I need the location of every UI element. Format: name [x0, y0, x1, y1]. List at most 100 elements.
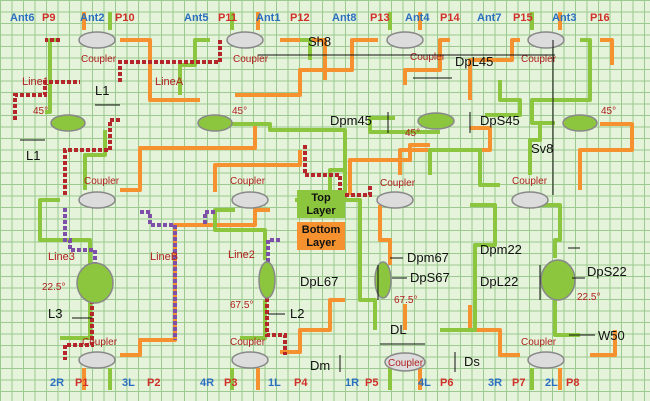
coupler-label: Coupler	[230, 337, 266, 348]
dim-sv8: Sv8	[531, 141, 553, 156]
coupler	[527, 31, 565, 49]
crossovers	[50, 112, 598, 304]
top-layer-traces	[38, 12, 592, 390]
bottom-labels: 2R P1 3L P2 4R P3 1L P4 1R P5 4L P6 3R P…	[50, 377, 579, 389]
coupler-label: Coupler	[233, 54, 269, 65]
dim-l3: L3	[48, 306, 62, 321]
dim-l1: L1	[26, 148, 40, 163]
trace	[378, 205, 392, 265]
couplers	[78, 31, 565, 372]
antenna-label: Ant4	[405, 12, 430, 24]
beam-label: 3R	[488, 377, 502, 389]
trace	[440, 203, 497, 332]
line3-path-b	[63, 300, 94, 360]
line1-path-b	[63, 118, 120, 195]
coupler-label: Coupler	[81, 54, 117, 65]
angle-label: 67.5°	[394, 295, 417, 306]
dim-dl: DL	[390, 322, 407, 337]
port-label: P15	[513, 12, 533, 24]
linea-path-b	[303, 145, 372, 197]
coupler	[78, 31, 116, 49]
beam-label: 1L	[268, 377, 281, 389]
coupler	[511, 191, 549, 209]
coupler-label: Coupler	[82, 337, 118, 348]
trace	[280, 298, 345, 354]
line2-path	[266, 238, 280, 262]
trace	[230, 122, 362, 215]
trace	[235, 38, 378, 97]
coupler-label: Coupler	[512, 176, 548, 187]
trace	[83, 130, 107, 190]
dim-dps67: DpS67	[410, 270, 450, 285]
signal-paths	[13, 38, 372, 360]
angle-label: 45°	[405, 128, 420, 139]
coupler	[231, 191, 269, 209]
beam-label: 1R	[345, 377, 359, 389]
port-label: P2	[147, 377, 160, 389]
angle-label: 45°	[601, 106, 616, 117]
trace	[45, 38, 60, 114]
dim-sh8: Sh8	[308, 34, 331, 49]
coupler-labels: Coupler Coupler Coupler Coupler Coupler …	[81, 52, 557, 369]
trace	[468, 305, 520, 357]
dim-dpm67: Dpm67	[407, 250, 449, 265]
trace	[485, 80, 522, 117]
port-label: P7	[512, 377, 525, 389]
trace	[213, 150, 302, 192]
angle-label: 22.5°	[577, 292, 600, 303]
coupler-label: Coupler	[521, 337, 557, 348]
trace	[578, 122, 634, 190]
coupler-label: Coupler	[388, 358, 424, 369]
line1-path	[13, 80, 80, 120]
legend-bottom-2: Layer	[306, 237, 336, 249]
port-label: P12	[290, 12, 310, 24]
crossover-22	[76, 262, 114, 304]
coupler-label: Coupler	[230, 176, 266, 187]
dim-dpm22: Dpm22	[480, 242, 522, 257]
beam-label: 4L	[418, 377, 431, 389]
port-label: P3	[224, 377, 237, 389]
coupler-label: Coupler	[521, 54, 557, 65]
angle-label: 45°	[232, 106, 247, 117]
line3-label: Line3	[48, 251, 75, 263]
port-label: P5	[365, 377, 378, 389]
antenna-label: Ant8	[332, 12, 356, 24]
port-label: P13	[370, 12, 390, 24]
dim-dpl45: DpL45	[455, 54, 493, 69]
lineb-stub	[203, 210, 215, 225]
crossover-45	[417, 112, 455, 130]
linea-label: LineA	[155, 76, 184, 88]
dim-ds: Ds	[464, 354, 480, 369]
coupler	[231, 351, 269, 369]
trace	[540, 203, 562, 258]
trace	[213, 208, 267, 260]
dim-dm: Dm	[310, 358, 330, 373]
antenna-label: Ant7	[477, 12, 501, 24]
beam-label: 4R	[200, 377, 214, 389]
port-label: P11	[218, 12, 237, 24]
trace	[120, 38, 200, 102]
coupler	[384, 352, 426, 372]
port-label: P1	[75, 377, 88, 389]
crossover-45	[562, 114, 598, 132]
line1-label: Line1	[22, 76, 49, 88]
trace	[300, 38, 312, 60]
port-label: P4	[294, 377, 308, 389]
coupler-label: Coupler	[380, 178, 416, 189]
line2-label: Line2	[228, 249, 255, 261]
linea-path	[118, 40, 222, 82]
trace	[553, 300, 580, 337]
beam-label: 2R	[50, 377, 64, 389]
trace	[348, 143, 430, 195]
antenna-label: Ant6	[10, 12, 34, 24]
crossover-45	[197, 114, 233, 132]
trace	[403, 38, 450, 85]
dim-dps22: DpS22	[587, 264, 627, 279]
port-label: P9	[42, 12, 55, 24]
dim-l2: L2	[290, 306, 304, 321]
beam-label: 2L	[545, 377, 558, 389]
dim-dpm45: Dpm45	[330, 113, 372, 128]
line2-path-b	[265, 298, 287, 355]
coupler	[78, 191, 116, 209]
